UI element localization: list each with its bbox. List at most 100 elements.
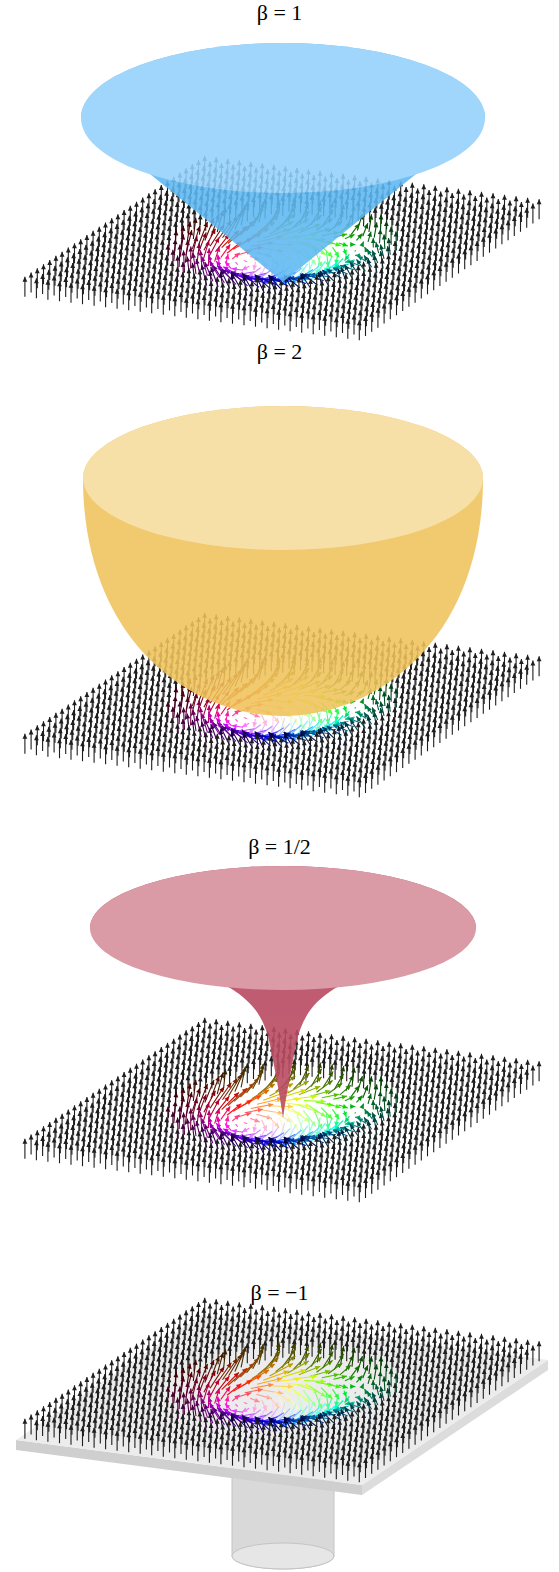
spin-arrowhead xyxy=(483,217,488,222)
spin-arrowhead xyxy=(396,211,401,216)
spin-arrowhead xyxy=(196,226,201,232)
spin-arrowhead xyxy=(140,198,145,203)
spin-arrowhead xyxy=(226,288,231,293)
spin-arrowhead xyxy=(113,701,118,706)
spin-arrowhead xyxy=(164,712,169,717)
spin-arrowhead xyxy=(83,255,88,260)
spin-arrowhead xyxy=(512,673,517,678)
spin-arrowhead xyxy=(225,711,230,716)
spin-arrowhead xyxy=(148,695,153,700)
spin-arrowhead xyxy=(124,255,129,260)
spin-arrowhead xyxy=(404,252,409,257)
spin-arrowhead xyxy=(173,286,178,291)
spin-arrowhead xyxy=(64,267,69,272)
spin-arrowhead xyxy=(440,694,445,699)
spin-arrowhead xyxy=(382,304,387,309)
spin-arrowhead xyxy=(403,719,408,724)
spin-arrowhead xyxy=(159,185,164,190)
spin-arrowhead xyxy=(190,294,195,299)
spin-arrow xyxy=(355,250,356,251)
spin-arrowhead xyxy=(446,699,451,704)
spin-arrowhead xyxy=(400,291,405,296)
spin-arrowhead xyxy=(208,291,213,296)
spin-arrowhead xyxy=(501,205,506,210)
spin-arrowhead xyxy=(125,692,130,697)
spin-arrowhead xyxy=(186,213,191,218)
spin-arrowhead xyxy=(132,231,137,236)
spin-arrowhead xyxy=(301,293,306,298)
spin-arrowhead xyxy=(102,689,107,694)
spin-arrowhead xyxy=(493,686,498,691)
spin-arrowhead xyxy=(94,713,99,718)
spin-arrowhead xyxy=(122,667,127,672)
spin-arrowhead xyxy=(209,281,214,286)
spin-arrowhead xyxy=(434,698,439,703)
spin-arrowhead xyxy=(403,197,408,202)
spin-arrowhead xyxy=(484,198,489,203)
spin-arrowhead xyxy=(284,286,289,291)
spin-arrowhead xyxy=(432,260,437,265)
spin-arrowhead xyxy=(372,282,377,287)
spin-arrowhead xyxy=(507,667,512,672)
spin-arrow xyxy=(355,707,356,708)
spin-arrowhead xyxy=(159,250,164,255)
spin-arrowhead xyxy=(525,655,530,660)
spin-arrowhead xyxy=(91,688,96,693)
spin-arrowhead xyxy=(471,673,476,678)
spin-arrowhead xyxy=(106,715,111,720)
spin-arrowhead xyxy=(242,305,247,310)
spin-arrowhead xyxy=(432,717,437,722)
spin-arrow xyxy=(236,262,238,265)
spin-arrowhead xyxy=(371,238,376,243)
spin-arrowhead xyxy=(484,207,489,212)
spin-arrowhead xyxy=(290,292,295,297)
spin-arrowhead xyxy=(147,258,152,263)
spin-arrowhead xyxy=(379,204,384,209)
spin-arrowhead xyxy=(203,285,208,290)
spin-arrowhead xyxy=(347,299,352,304)
spin-arrowhead xyxy=(115,224,120,229)
spin-arrowhead xyxy=(409,257,414,262)
spin-arrowhead xyxy=(343,284,348,289)
spin-arrowhead xyxy=(114,234,119,239)
spin-arrowhead xyxy=(450,650,455,655)
spin-arrowhead xyxy=(186,278,191,283)
spin-arrowhead xyxy=(390,205,395,210)
spin-arrowhead xyxy=(481,237,486,242)
spin-arrowhead xyxy=(487,233,492,238)
spin-arrowhead xyxy=(129,718,134,723)
spin-arrowhead xyxy=(125,235,130,240)
spin-arrowhead xyxy=(99,272,104,277)
spin-arrowhead xyxy=(153,189,158,194)
spin-arrowhead xyxy=(113,244,118,249)
spin-arrowhead xyxy=(164,255,169,260)
spin-arrowhead xyxy=(296,287,301,292)
spin-arrowhead xyxy=(97,684,102,689)
spin-arrowhead xyxy=(478,659,483,664)
spin-arrowhead xyxy=(429,692,434,697)
spin-arrowhead xyxy=(106,258,111,263)
spin-arrowhead xyxy=(192,274,197,279)
spin-arrowhead xyxy=(130,251,135,256)
spin-arrowhead xyxy=(379,268,384,273)
spin-arrowhead xyxy=(423,686,428,691)
spin-arrowhead xyxy=(407,669,412,674)
spin-arrowhead xyxy=(75,279,80,284)
spin-arrowhead xyxy=(405,242,410,247)
spin-arrowhead xyxy=(71,710,76,715)
spin-arrowhead xyxy=(116,279,121,284)
spin-arrowhead xyxy=(428,245,433,250)
spin-arrowhead xyxy=(445,644,450,649)
spin-arrowhead xyxy=(421,184,426,189)
spin-arrowhead xyxy=(469,235,474,240)
spin-arrowhead xyxy=(69,283,74,288)
spin-arrowhead xyxy=(135,714,140,719)
spin-arrowhead xyxy=(496,199,501,204)
spin-arrowhead xyxy=(208,255,213,261)
spin-arrowhead xyxy=(201,257,206,263)
spin-arrowhead xyxy=(363,316,368,321)
spin-arrowhead xyxy=(232,724,237,729)
spin-arrowhead xyxy=(426,200,431,205)
spin-arrowhead xyxy=(167,683,172,688)
